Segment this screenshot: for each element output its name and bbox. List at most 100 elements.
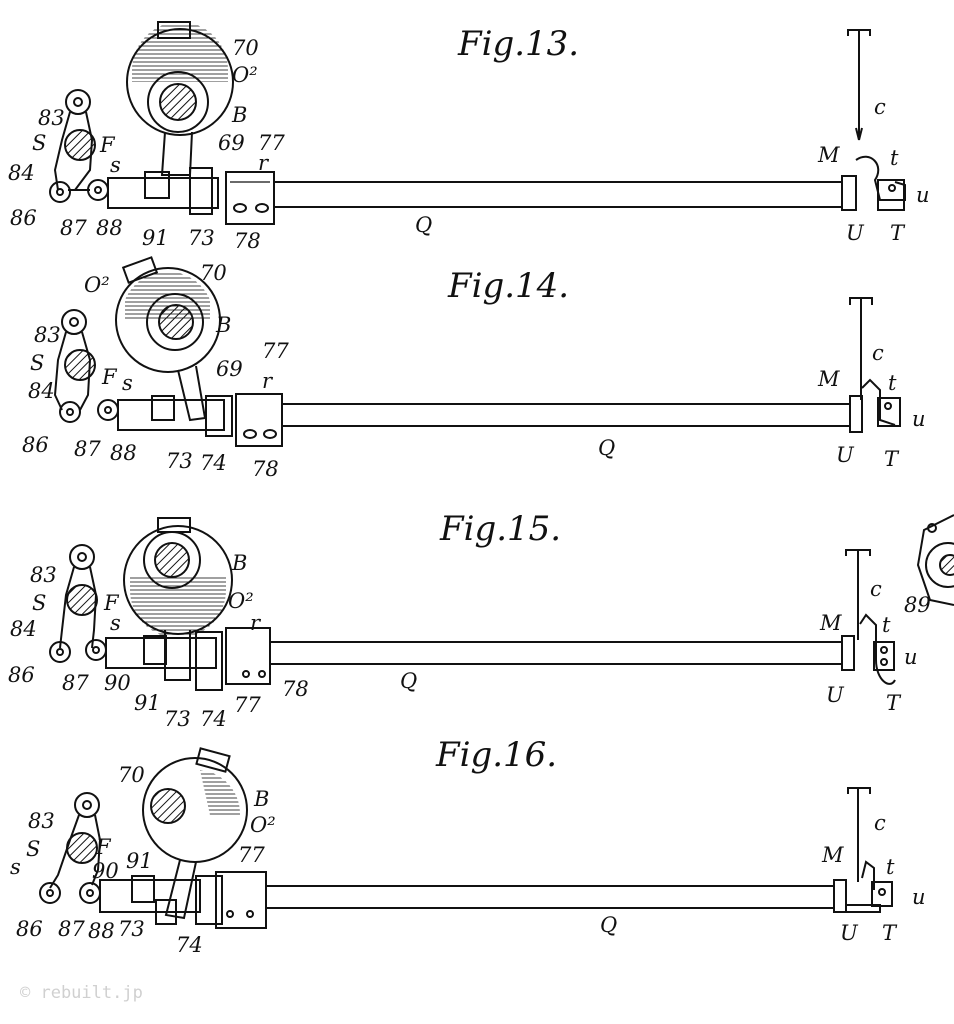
figure-title: Fig.14. — [447, 266, 569, 306]
reference-label: Q — [600, 913, 617, 937]
reference-label: 91 — [142, 226, 169, 250]
reference-label: s — [110, 611, 121, 635]
reference-label: t — [882, 613, 891, 637]
reference-label: 86 — [22, 433, 49, 457]
rod-q — [270, 641, 842, 665]
reference-label: 88 — [88, 919, 115, 943]
figure-title: Fig.13. — [457, 24, 579, 64]
reference-label: r — [250, 611, 262, 635]
reference-label: 83 — [28, 809, 55, 833]
reference-label: F — [101, 365, 118, 389]
reference-label: Q — [400, 669, 417, 693]
rocker-arm — [49, 89, 109, 203]
reference-label: U — [836, 443, 855, 467]
reference-label: 69 — [216, 357, 243, 381]
reference-label: t — [890, 146, 899, 170]
reference-label: Q — [598, 436, 615, 460]
reference-label: c — [872, 341, 884, 365]
reference-label: s — [10, 855, 21, 879]
reference-label: O² — [250, 813, 276, 837]
reference-label: S — [26, 837, 40, 861]
rod-q — [282, 403, 850, 427]
reference-label: u — [912, 885, 926, 909]
reference-label: r — [262, 369, 274, 393]
reference-label: t — [886, 855, 895, 879]
reference-label: u — [912, 407, 926, 431]
reference-label: 77 — [238, 843, 265, 867]
rocker-arm — [49, 544, 107, 663]
reference-label: U — [840, 921, 859, 945]
reference-label: T — [882, 921, 898, 945]
figure-15: Fig.15. — [8, 509, 954, 731]
reference-label: 87 — [62, 671, 89, 695]
reference-label: 84 — [10, 617, 37, 641]
figure-14: Fig.14. — [22, 256, 926, 481]
figure-title: Fig.15. — [439, 509, 561, 549]
figure-16: Fig.16. — [10, 735, 926, 957]
reference-label: B — [231, 551, 247, 575]
needle-assembly — [849, 297, 901, 433]
reference-label: 90 — [92, 859, 119, 883]
needle-assembly — [841, 549, 896, 685]
reference-labels: B 83 S F O² 84 s r 86 87 90 91 73 74 77 … — [8, 551, 931, 731]
reference-label: S — [32, 131, 46, 155]
reference-label: M — [817, 143, 840, 167]
reference-label: 86 — [10, 206, 37, 230]
reference-label: c — [874, 811, 886, 835]
slide-block — [107, 167, 275, 225]
reference-label: 88 — [96, 216, 123, 240]
reference-label: 86 — [8, 663, 35, 687]
reference-label: c — [874, 95, 886, 119]
reference-labels: O² 70 B 83 S F s 84 69 77 r 86 87 88 73 … — [22, 261, 926, 481]
reference-label: S — [30, 351, 44, 375]
slide-block — [105, 627, 271, 691]
reference-label: 84 — [8, 161, 35, 185]
reference-label: 91 — [126, 849, 153, 873]
rocker-arm — [39, 792, 102, 904]
reference-label: 87 — [74, 437, 101, 461]
needle-assembly — [841, 29, 906, 211]
reference-label: 83 — [38, 106, 65, 130]
reference-label: s — [110, 153, 121, 177]
reference-label: O² — [228, 589, 254, 613]
reference-label: B — [253, 787, 269, 811]
reference-label: U — [846, 221, 865, 245]
reference-label: M — [821, 843, 844, 867]
reference-label: M — [819, 611, 842, 635]
reference-label: T — [886, 691, 902, 715]
figure-title: Fig.16. — [435, 735, 557, 775]
rod-q — [266, 885, 834, 909]
reference-label: 78 — [282, 677, 309, 701]
figure-13: Fig.13. — [8, 21, 930, 253]
reference-label: 74 — [200, 451, 227, 475]
rocker-arm — [53, 309, 119, 423]
reference-label: 73 — [166, 449, 193, 473]
reference-label: T — [884, 447, 900, 471]
reference-label: 73 — [164, 707, 191, 731]
reference-label: c — [870, 577, 882, 601]
reference-label: 77 — [258, 131, 285, 155]
reference-label: 84 — [28, 379, 55, 403]
reference-label: F — [103, 591, 120, 615]
reference-label: 87 — [60, 216, 87, 240]
reference-label: O² — [232, 63, 258, 87]
cam-housing — [126, 21, 234, 176]
slide-block — [99, 871, 267, 929]
reference-label: 69 — [218, 131, 245, 155]
watermark: © rebuilt.jp — [20, 983, 143, 1003]
reference-label: B — [215, 313, 231, 337]
partial-detail-89 — [916, 514, 954, 606]
reference-label: F — [95, 835, 112, 859]
slide-block — [117, 393, 283, 447]
reference-label: 70 — [118, 763, 145, 787]
shaft-section — [159, 83, 197, 121]
reference-label: B — [231, 103, 247, 127]
reference-label: 89 — [904, 593, 931, 617]
needle-assembly — [833, 787, 893, 913]
reference-label: S — [32, 591, 46, 615]
reference-label: u — [916, 183, 930, 207]
rod-q — [274, 181, 842, 208]
reference-label: M — [817, 367, 840, 391]
reference-label: 86 — [16, 917, 43, 941]
reference-label: 91 — [134, 691, 161, 715]
